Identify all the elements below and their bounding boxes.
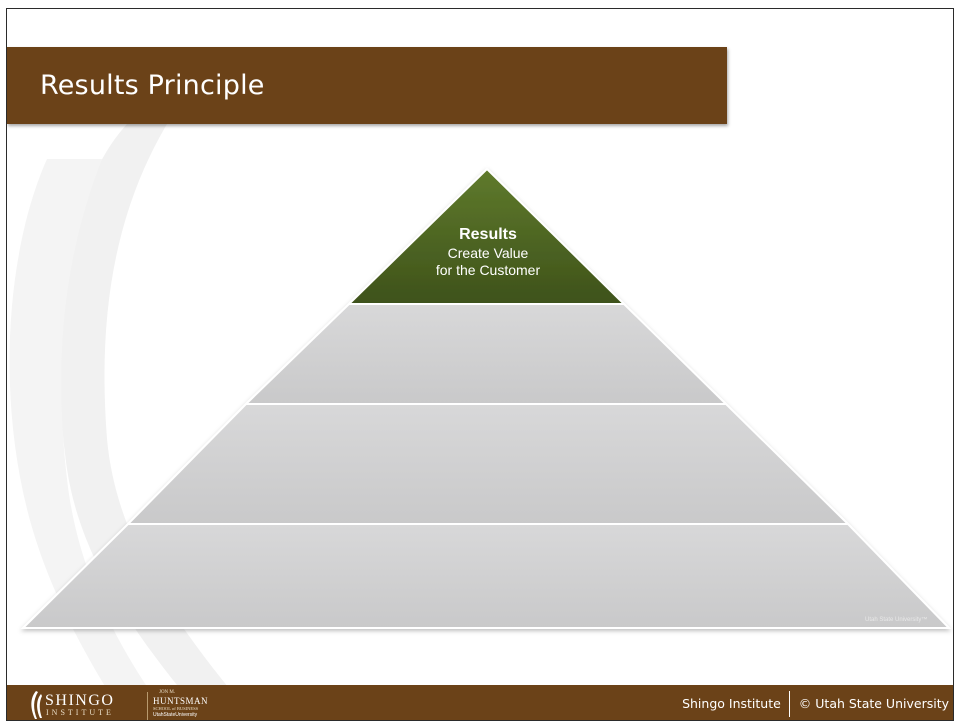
pyramid-tier-3	[125, 403, 851, 525]
shingo-logo-subtext: INSTITUTE	[46, 708, 114, 717]
shingo-flame-icon	[31, 691, 42, 719]
apex-subtitle-line-2: for the Customer	[435, 262, 541, 278]
usu-logo-text: UtahStateUniversity	[153, 712, 198, 718]
slide-title: Results Principle	[40, 70, 265, 101]
huntsman-logo-top: JON M.	[159, 690, 176, 695]
footer-org: Shingo Institute	[682, 696, 781, 711]
huntsman-logo-text: HUNTSMAN	[153, 696, 209, 706]
huntsman-logo-subtext: SCHOOL of BUSINESS	[153, 706, 199, 711]
logo-divider	[147, 692, 148, 720]
shingo-logo-text: SHINGO	[45, 692, 115, 709]
footer-separator	[788, 690, 790, 717]
pyramid-diagram	[20, 167, 952, 629]
pyramid-apex	[346, 167, 627, 305]
slide: Results Principle Results Create Value	[6, 8, 954, 721]
footer-bar: SHINGO INSTITUTE JON M. HUNTSMAN SCHOOL …	[7, 685, 953, 720]
apex-title: Results	[459, 226, 517, 243]
footer-copyright: © Utah State University	[798, 696, 949, 711]
pyramid-tier-2	[243, 303, 729, 405]
title-band: Results Principle	[7, 47, 727, 124]
watermark: Utah State University™	[865, 617, 928, 623]
apex-subtitle-line-1: Create Value	[447, 245, 529, 261]
apex-label: Results Create Value for the Customer	[388, 225, 588, 279]
footer-credits: Shingo Institute © Utah State University	[682, 685, 949, 720]
pyramid-tier-4	[20, 523, 952, 629]
